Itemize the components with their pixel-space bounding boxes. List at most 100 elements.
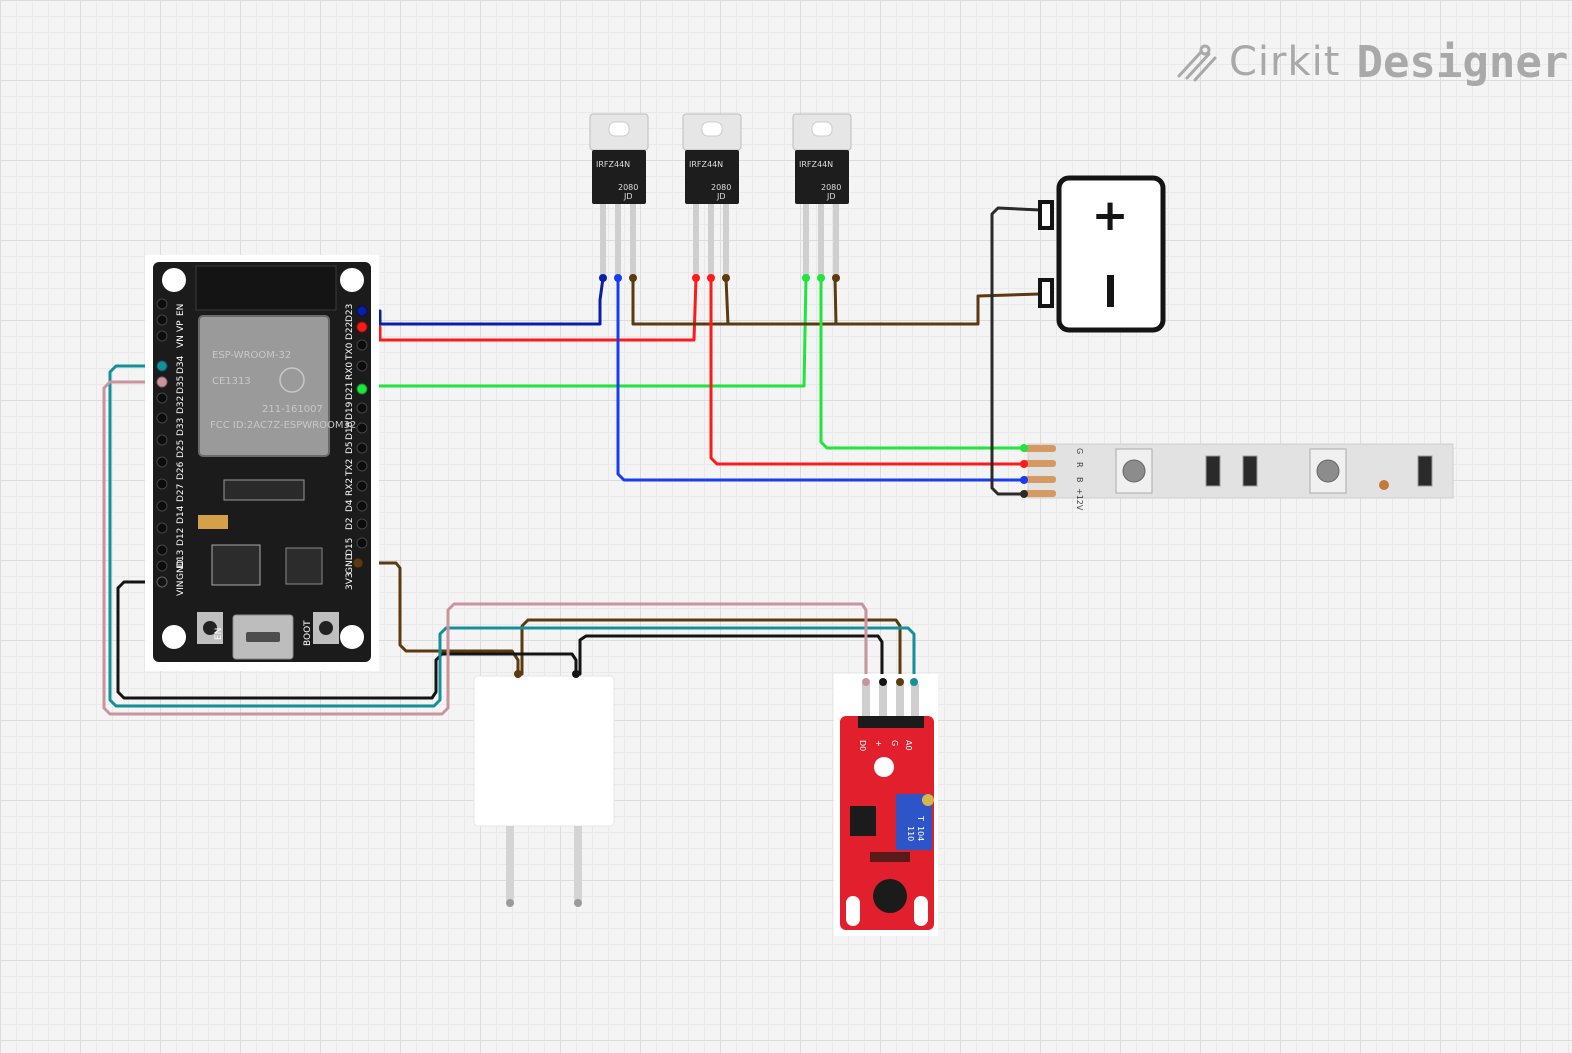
- wire-black-gnd-adapter[interactable]: [116, 580, 578, 700]
- pin-label-left-8: D26: [176, 461, 186, 480]
- mosfet-1-drain-pin[interactable]: [614, 274, 622, 282]
- wire-black-adapter-sensor[interactable]: [578, 634, 884, 684]
- pin-label-left-9: D27: [176, 484, 186, 502]
- wire-blue-drain1-strip-b[interactable]: [616, 276, 1026, 482]
- wire-green-drain3-strip-g[interactable]: [819, 276, 1026, 450]
- sensor-pot-text1: T: [916, 815, 925, 821]
- mosfet-1[interactable]: IRFZ44N 2080 JD: [589, 113, 649, 282]
- power-terminal-negative[interactable]: [1038, 278, 1054, 308]
- resistor-array: [223, 479, 305, 501]
- pin-left-11: D12: [156, 522, 186, 546]
- power-positive-label: +: [1092, 190, 1129, 241]
- pin-label-right-2: TX0: [345, 342, 355, 361]
- usb-power-adapter[interactable]: [473, 670, 615, 907]
- wire-red-d22-gate2[interactable]: [360, 276, 698, 342]
- wire-brown-source3[interactable]: [833, 276, 838, 326]
- pin-right-13: GND: [345, 553, 355, 574]
- sensor-label-a0: A0: [904, 740, 913, 751]
- module-name-label: ESP-WROOM-32: [212, 350, 291, 361]
- voltage-regulator: [211, 544, 261, 586]
- pin-label-right-8: TX2: [345, 459, 355, 477]
- mosfet-2-drain-pin[interactable]: [707, 274, 715, 282]
- adapter-prong-left: [506, 826, 514, 902]
- mount-hole-tr: [340, 268, 364, 292]
- tantalum-cap: [198, 515, 228, 529]
- wire-green-d21-gate3[interactable]: [360, 276, 808, 391]
- adapter-gnd-pin[interactable]: [572, 670, 580, 678]
- wire-teal-d34-sensor-a0[interactable]: [108, 364, 916, 708]
- mosfet-1-code2: JD: [623, 192, 633, 201]
- wire-black-strip-12v-supply[interactable]: [990, 206, 1042, 496]
- mosfet-2-source-pin[interactable]: [722, 274, 730, 282]
- micro-usb-opening: [246, 632, 280, 642]
- rgb-led-strip[interactable]: G R B +12V: [1020, 443, 1454, 511]
- strip-label-b: B: [1075, 477, 1084, 483]
- wire-brown-source2[interactable]: [724, 276, 730, 326]
- power-supply[interactable]: +: [1038, 175, 1166, 333]
- strip-pad-b[interactable]: [1022, 476, 1056, 483]
- wire-brown-adapter-sensor[interactable]: [520, 618, 902, 684]
- strip-cut-mark: [1379, 480, 1389, 490]
- sensor-pin-gnd[interactable]: [879, 678, 887, 686]
- sensor-resistors: [870, 852, 910, 862]
- mosfet-1-gate-pin[interactable]: [599, 274, 607, 282]
- usb-uart-chip: [285, 547, 323, 585]
- cert-code-label: 211-161007: [262, 404, 323, 415]
- mosfet-3-code2: JD: [826, 192, 836, 201]
- pin-right-12: D15: [345, 537, 368, 556]
- mosfet-3[interactable]: IRFZ44N 2080 JD: [792, 113, 852, 282]
- strip-label-g: G: [1075, 448, 1084, 454]
- pin-label-right-6: D18: [345, 421, 355, 440]
- strip-resistor-1: [1205, 455, 1221, 487]
- pin-left-9: D27: [156, 478, 186, 502]
- sensor-pin-vcc[interactable]: [896, 678, 904, 686]
- pin-label-right-13: GND: [345, 553, 355, 574]
- mosfet-2[interactable]: IRFZ44N 2080 JD: [682, 113, 742, 282]
- product-name: Designer: [1356, 36, 1569, 88]
- wire-brown-3v3-adapter[interactable]: [356, 561, 520, 676]
- boot-button-label: BOOT: [303, 620, 313, 646]
- strip-pad-12v[interactable]: [1022, 490, 1056, 497]
- pin-label-left-2: VN: [176, 335, 186, 348]
- cirkit-designer-logo: Cirkit Designer: [1175, 34, 1568, 90]
- wire-navy-d23-gate1[interactable]: [360, 276, 605, 326]
- wire-pink-d35-sensor-d0[interactable]: [102, 380, 868, 716]
- sensor-pot-text2: 104: [916, 826, 925, 841]
- mosfet-3-drain-pin[interactable]: [817, 274, 825, 282]
- pin-right-10: D4: [345, 499, 368, 512]
- pin-left-0: EN: [156, 298, 186, 316]
- mosfet-1-code1: 2080: [618, 183, 638, 192]
- led-5050-1: [1115, 448, 1153, 494]
- pin-label-left-14: VIN: [176, 580, 186, 596]
- pin-left-10: D14: [156, 500, 186, 524]
- sensor-mount-hole: [874, 757, 894, 777]
- wire-brown-source-ground[interactable]: [631, 276, 1042, 326]
- brand-name: Cirkit: [1229, 39, 1341, 85]
- strip-pad-r[interactable]: [1022, 460, 1056, 467]
- pin-label-right-1: D22: [345, 322, 355, 340]
- mosfet-3-part: IRFZ44N: [799, 160, 833, 169]
- pin-label-right-5: D19: [345, 401, 355, 420]
- sound-sensor-module[interactable]: D0 + G A0 T 104 110: [834, 674, 938, 936]
- sensor-label-g: G: [890, 740, 899, 746]
- sensor-pot-text3: 110: [906, 826, 915, 841]
- power-terminal-positive[interactable]: [1038, 200, 1054, 230]
- sensor-pot-screw-icon[interactable]: [922, 794, 934, 806]
- esp32-board[interactable]: ESP-WROOM-32 CE1313 211-161007 FCC ID:2A…: [145, 255, 379, 671]
- mosfet-3-source-pin[interactable]: [832, 274, 840, 282]
- pin-right-7: D5: [345, 441, 368, 454]
- mosfet-3-gate-pin[interactable]: [802, 274, 810, 282]
- pin-right-14: 3V3: [345, 557, 364, 590]
- sensor-pin-d0[interactable]: [862, 678, 870, 686]
- sensor-pin-a0[interactable]: [910, 678, 918, 686]
- sensor-mount-slot-right: [914, 896, 928, 926]
- adapter-vcc-pin[interactable]: [514, 670, 522, 678]
- mosfet-2-gate-pin[interactable]: [692, 274, 700, 282]
- wire-red-drain2-strip-r[interactable]: [709, 276, 1026, 466]
- pin-label-right-12: D15: [345, 538, 355, 556]
- mosfet-1-source-pin[interactable]: [629, 274, 637, 282]
- pin-label-left-10: D14: [176, 505, 186, 524]
- pin-right-2: TX0: [345, 339, 368, 361]
- strip-pad-g[interactable]: [1022, 445, 1056, 452]
